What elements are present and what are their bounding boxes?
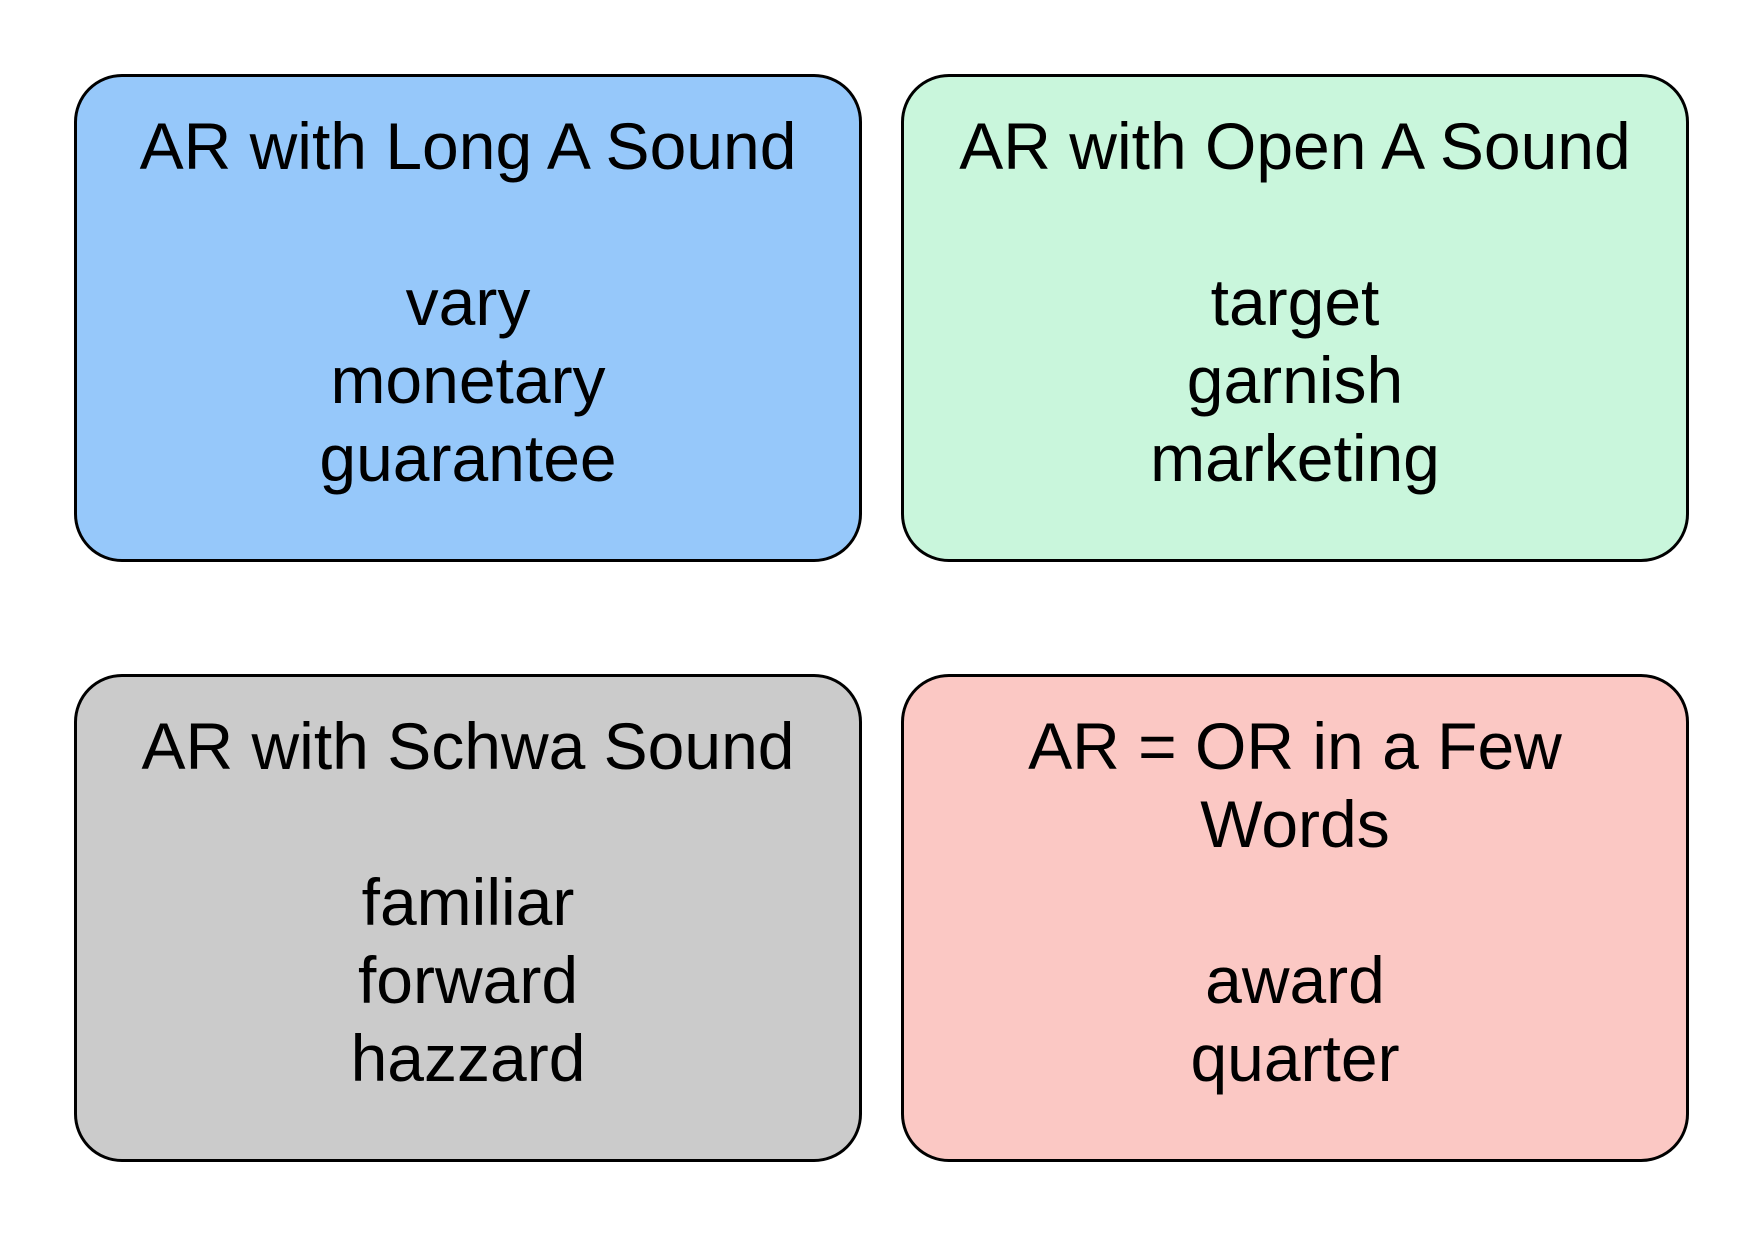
word-list-item: garnish (1186, 343, 1404, 417)
word-list-item: target (1210, 265, 1380, 339)
word-list-item: forward (357, 943, 579, 1017)
card-ar-long-a: AR with Long A Sound vary monetary guara… (74, 74, 862, 562)
word-list-item: familiar (361, 865, 575, 939)
card-ar-equals-or: AR = OR in a Few Words award quarter (901, 674, 1689, 1162)
card-ar-open-a: AR with Open A Sound target garnish mark… (901, 74, 1689, 562)
card-title: AR = OR in a Few Words (1028, 709, 1562, 861)
word-list-item: hazzard (350, 1021, 586, 1095)
word-list-item: award (1205, 943, 1385, 1017)
word-list: vary monetary guarantee (77, 263, 859, 497)
word-list-item: marketing (1150, 421, 1440, 495)
card-ar-schwa: AR with Schwa Sound familiar forward haz… (74, 674, 862, 1162)
word-list: familiar forward hazzard (77, 863, 859, 1097)
word-list: award quarter (904, 941, 1686, 1097)
card-title: AR with Long A Sound (139, 109, 797, 183)
card-title: AR with Schwa Sound (141, 709, 795, 783)
word-list-item: monetary (330, 343, 606, 417)
word-list-item: guarantee (319, 421, 617, 495)
word-list: target garnish marketing (904, 263, 1686, 497)
word-list-item: quarter (1190, 1021, 1400, 1095)
word-list-item: vary (405, 265, 531, 339)
card-title: AR with Open A Sound (959, 109, 1631, 183)
